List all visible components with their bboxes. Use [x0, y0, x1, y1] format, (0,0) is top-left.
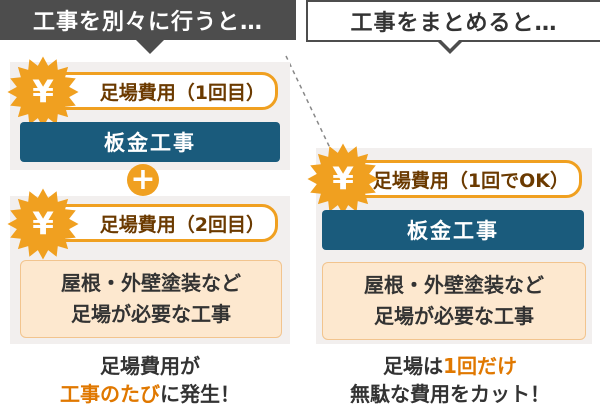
- right-caption-highlight: 1回だけ: [443, 354, 517, 378]
- left-scaffold-cost-1: 足場費用（1回目）: [40, 72, 278, 110]
- right-work-line1: 屋根・外壁塗装など: [364, 273, 544, 297]
- left-caption-line2: 工事のたびに発生！: [0, 380, 300, 408]
- left-work-line1: 屋根・外壁塗装など: [61, 271, 241, 295]
- plus-icon: +: [127, 164, 159, 196]
- right-work-line2: 足場が必要な工事: [374, 304, 534, 328]
- right-caption: 足場は1回だけ 無駄な費用をカット！: [300, 352, 600, 408]
- right-caption-line2: 無駄な費用をカット！: [350, 382, 550, 406]
- right-work-note: 屋根・外壁塗装など 足場が必要な工事: [322, 262, 586, 340]
- right-header: 工事をまとめると…: [306, 0, 600, 42]
- yen-burst-icon: ¥: [307, 143, 379, 215]
- left-caption-tail: に発生！: [160, 382, 240, 406]
- left-header-pointer: [136, 40, 164, 54]
- svg-text:¥: ¥: [332, 161, 354, 197]
- left-sheet-metal-bar: 板金工事: [20, 122, 280, 162]
- left-caption-line1: 足場費用が: [100, 354, 200, 378]
- right-caption-line1: 足場は1回だけ: [300, 352, 600, 380]
- left-header: 工事を別々に行うと…: [0, 0, 296, 40]
- svg-text:¥: ¥: [32, 206, 54, 242]
- left-caption-highlight: 工事のたび: [60, 382, 160, 406]
- right-sheet-metal-bar: 板金工事: [322, 210, 584, 250]
- left-work-line2: 足場が必要な工事: [71, 302, 231, 326]
- right-scaffold-cost: 足場費用（1回でOK）: [342, 160, 582, 198]
- left-caption: 足場費用が 工事のたびに発生！: [0, 352, 300, 408]
- svg-text:¥: ¥: [32, 74, 54, 110]
- left-scaffold-cost-2: 足場費用（2回目）: [40, 204, 278, 242]
- yen-burst-icon: ¥: [7, 56, 79, 128]
- left-work-note: 屋根・外壁塗装など 足場が必要な工事: [20, 260, 282, 338]
- yen-burst-icon: ¥: [7, 188, 79, 260]
- right-caption-pre: 足場は: [383, 354, 444, 378]
